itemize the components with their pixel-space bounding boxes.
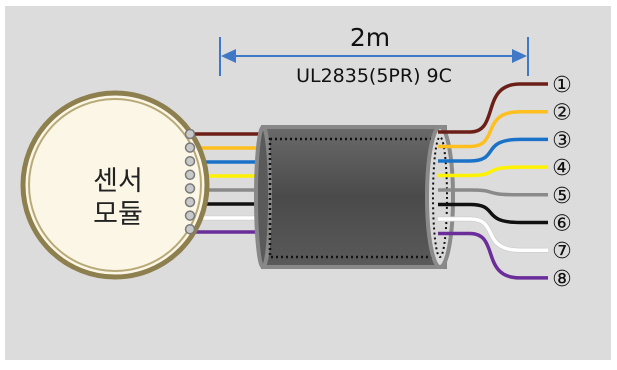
wire-label-2: ②: [552, 101, 572, 126]
terminal-pin-1: [184, 128, 196, 140]
right-wire-3: [438, 137, 548, 163]
cable-spec-label: UL2835(5PR) 9C: [296, 65, 452, 87]
sensor-module: 센서 모듈: [20, 90, 210, 280]
right-wire-1: [438, 82, 548, 134]
wire-label-8: ⑧: [552, 267, 572, 292]
wire-label-5: ⑤: [552, 184, 572, 209]
terminal-pin-5: [184, 183, 196, 194]
right-wire-7: [438, 217, 548, 252]
wire-label-6: ⑥: [552, 212, 572, 237]
wire-label-group: ① ②③ ④ ⑤ ⑥⑦ ⑧: [552, 73, 572, 292]
cable-right-end-dotted: [432, 136, 448, 258]
terminal-pins: [184, 128, 196, 235]
dimension-annotation: 2m UL2835(5PR) 9C: [219, 23, 529, 87]
right-wire-5: [438, 188, 548, 197]
cable-left-end: [254, 125, 272, 269]
cable-dotted-outline: [268, 137, 442, 259]
dimension-length-label: 2m: [350, 23, 390, 52]
terminal-pin-2: [184, 142, 196, 153]
terminal-pin-3: [184, 155, 196, 167]
wire-label-3: ③: [552, 128, 572, 153]
cable-jacket: [261, 125, 447, 269]
right-wire-6: [438, 202, 548, 225]
cable-body: [254, 125, 455, 269]
terminal-pin-6: [184, 196, 196, 208]
sensor-module-inner-ring: [28, 98, 202, 272]
sensor-module-label-line1: 센서: [93, 166, 143, 197]
right-wire-8: [438, 231, 548, 280]
right-wire-4: [438, 165, 548, 178]
right-wire-2: [438, 109, 548, 149]
dimension-arrow-right: [512, 49, 527, 63]
sensor-module-ring: [20, 90, 210, 280]
dimension-arrow-left: [221, 49, 236, 63]
right-wire-group: [438, 82, 548, 280]
terminal-pin-7: [184, 210, 196, 221]
terminal-pin-4: [184, 169, 196, 181]
wire-label-7: ⑦: [552, 239, 572, 264]
wire-label-1: ①: [552, 73, 572, 98]
sensor-module-label-line2: 모듈: [93, 199, 143, 230]
wire-label-4: ④: [552, 156, 572, 181]
terminal-pin-8: [184, 223, 196, 235]
